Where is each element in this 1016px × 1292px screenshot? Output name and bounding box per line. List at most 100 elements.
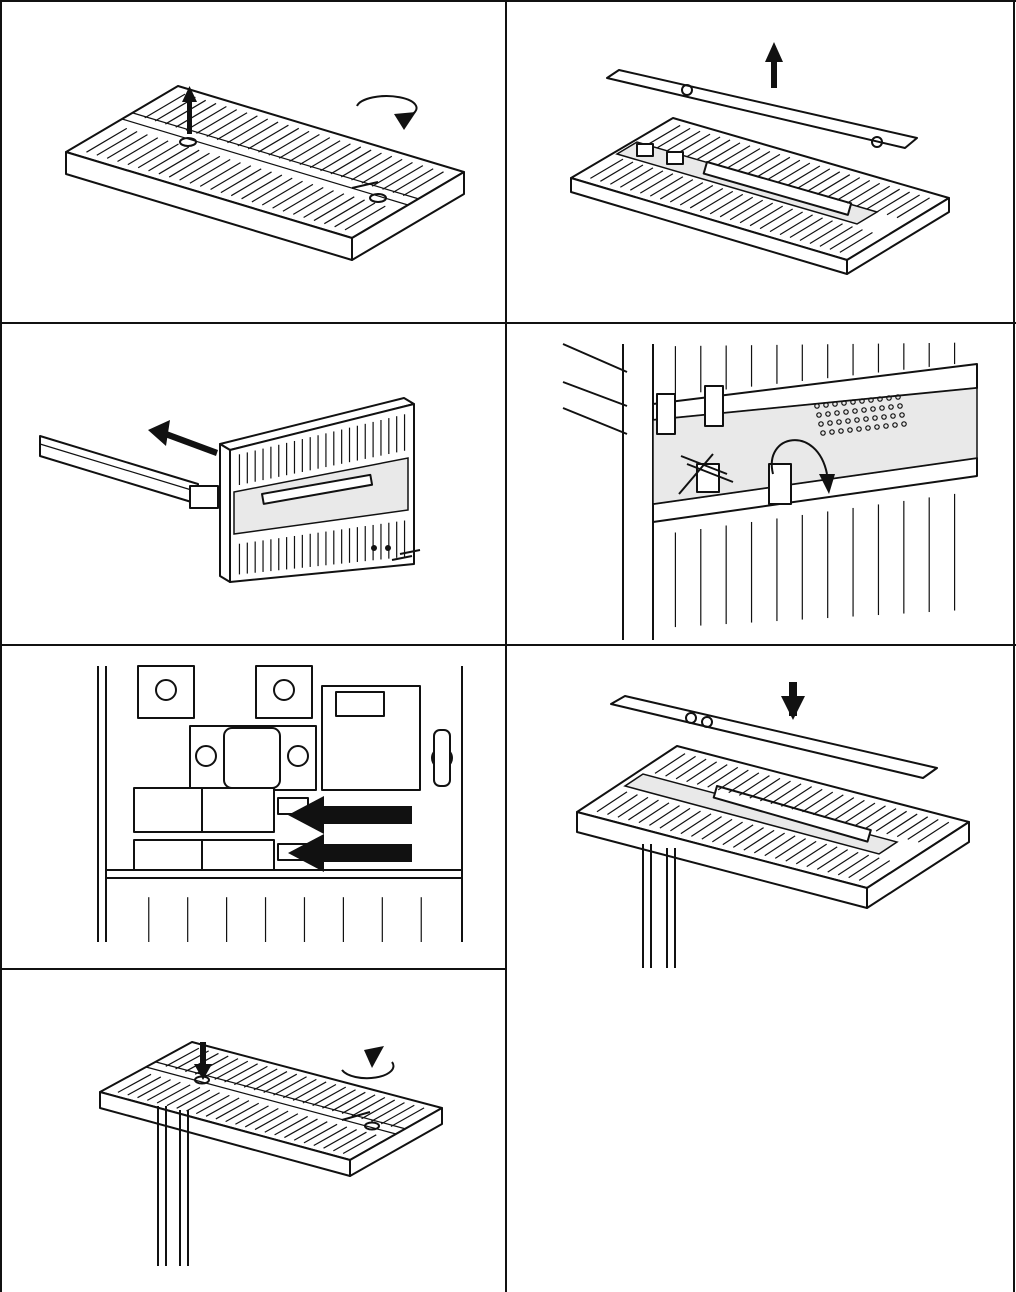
cooling-slot [687,136,721,157]
cooling-slot [234,1065,268,1086]
cooling-slot [166,1086,201,1107]
cooling-slot [293,1121,328,1141]
cooling-slot [759,780,791,802]
cooling-slot [816,849,849,870]
cooling-slot [816,174,851,195]
cooling-slot [795,843,828,865]
cooling-slot [844,802,876,824]
cooling-slot [812,794,844,816]
cooling-slot [268,130,310,156]
cooling-slot [738,775,770,796]
cooling-slot [774,838,806,859]
adapter-bracket [189,485,219,509]
rail-hole [870,406,876,412]
cooling-slot [697,139,731,160]
cooling-slot [826,177,861,198]
rail-hole [845,418,851,424]
cooling-slot [876,191,910,213]
cooling-slot [382,165,424,190]
cooling-slot [823,797,855,818]
rail-hole [816,412,822,418]
cooling-slot [227,118,269,144]
cooling-slot [639,173,674,194]
screw [179,137,387,203]
down-arrow-icon [194,1042,212,1080]
cooling-slot [675,758,707,780]
cooling-slot [334,202,376,228]
cooling-slot [282,1078,317,1099]
cooling-slot [216,115,258,141]
cooling-slot [769,211,803,233]
left-arrow-icon [148,420,218,456]
rail-hole [895,394,901,400]
cooling-slot [299,140,341,166]
rail-hole [843,409,849,415]
cooling-slot [806,846,838,868]
up-arrow-icon [765,42,783,88]
rail-hole [901,421,907,427]
housing-frame [622,344,978,640]
step-2-panel [507,2,1013,322]
cooling-slot [199,162,241,187]
cooling-slot [707,766,739,788]
cooling-slot [649,805,680,826]
cooling-slot [600,161,634,182]
rail-hole [888,404,894,410]
step-4-illustration [562,342,978,640]
cooling-slot [261,180,303,206]
rail-hole [823,402,829,408]
cooling-slot [667,130,701,152]
cooling-slot [137,1079,171,1099]
rail-hole [883,423,889,429]
luminaire-housing [65,85,465,261]
cooling-slot [669,182,704,203]
cooling-slot [322,1089,356,1109]
cooling-slot [753,832,785,854]
cooling-slot [380,1104,415,1125]
cooling-slot [766,159,801,181]
cooling-slot [320,146,362,172]
cooling-slot [204,1058,239,1078]
cooling-slot [284,1118,318,1139]
cooling-slot [344,205,386,231]
grid-border-left [0,0,2,1292]
rail-hole [841,400,847,406]
right-to-left-arrow-icon [288,834,412,872]
cooling-slot [254,1110,289,1131]
cooling-slot [907,819,939,840]
grid-row-divider-3 [0,968,507,970]
rail-hole [852,408,858,414]
cooling-slot [230,171,272,197]
cooling-slot [680,813,712,835]
step-7-illustration [99,1041,443,1266]
cooling-slot [836,179,871,201]
rail-hole [861,407,867,413]
cooling-slot [691,816,722,837]
cooling-slot [210,165,252,191]
cooling-slot [854,805,886,827]
step-1-illustration [65,85,465,261]
rail-hole [847,427,853,433]
cooling-slot [272,183,314,209]
cooling-slot [179,155,221,181]
wago-connector [133,787,309,871]
cooling-slot [185,106,227,131]
cooling-slot [106,134,148,159]
rail-hole [814,403,820,409]
cooling-slot [590,158,624,179]
cover-plate [610,695,938,779]
cooling-slot [756,156,791,178]
rotate-counterclockwise-icon [356,95,418,130]
rail-hole [827,420,833,426]
driver-module [189,685,421,791]
cooling-slot [333,1131,367,1152]
rail-hole [874,424,880,430]
terminal-block [636,143,684,165]
cooling-slot [657,127,691,149]
cooling-slot [282,186,324,212]
cooling-slot [866,188,900,210]
cooling-slot [875,810,907,832]
cooling-slot [361,158,403,184]
rail-hole [832,401,838,407]
rail-hole [850,399,856,405]
